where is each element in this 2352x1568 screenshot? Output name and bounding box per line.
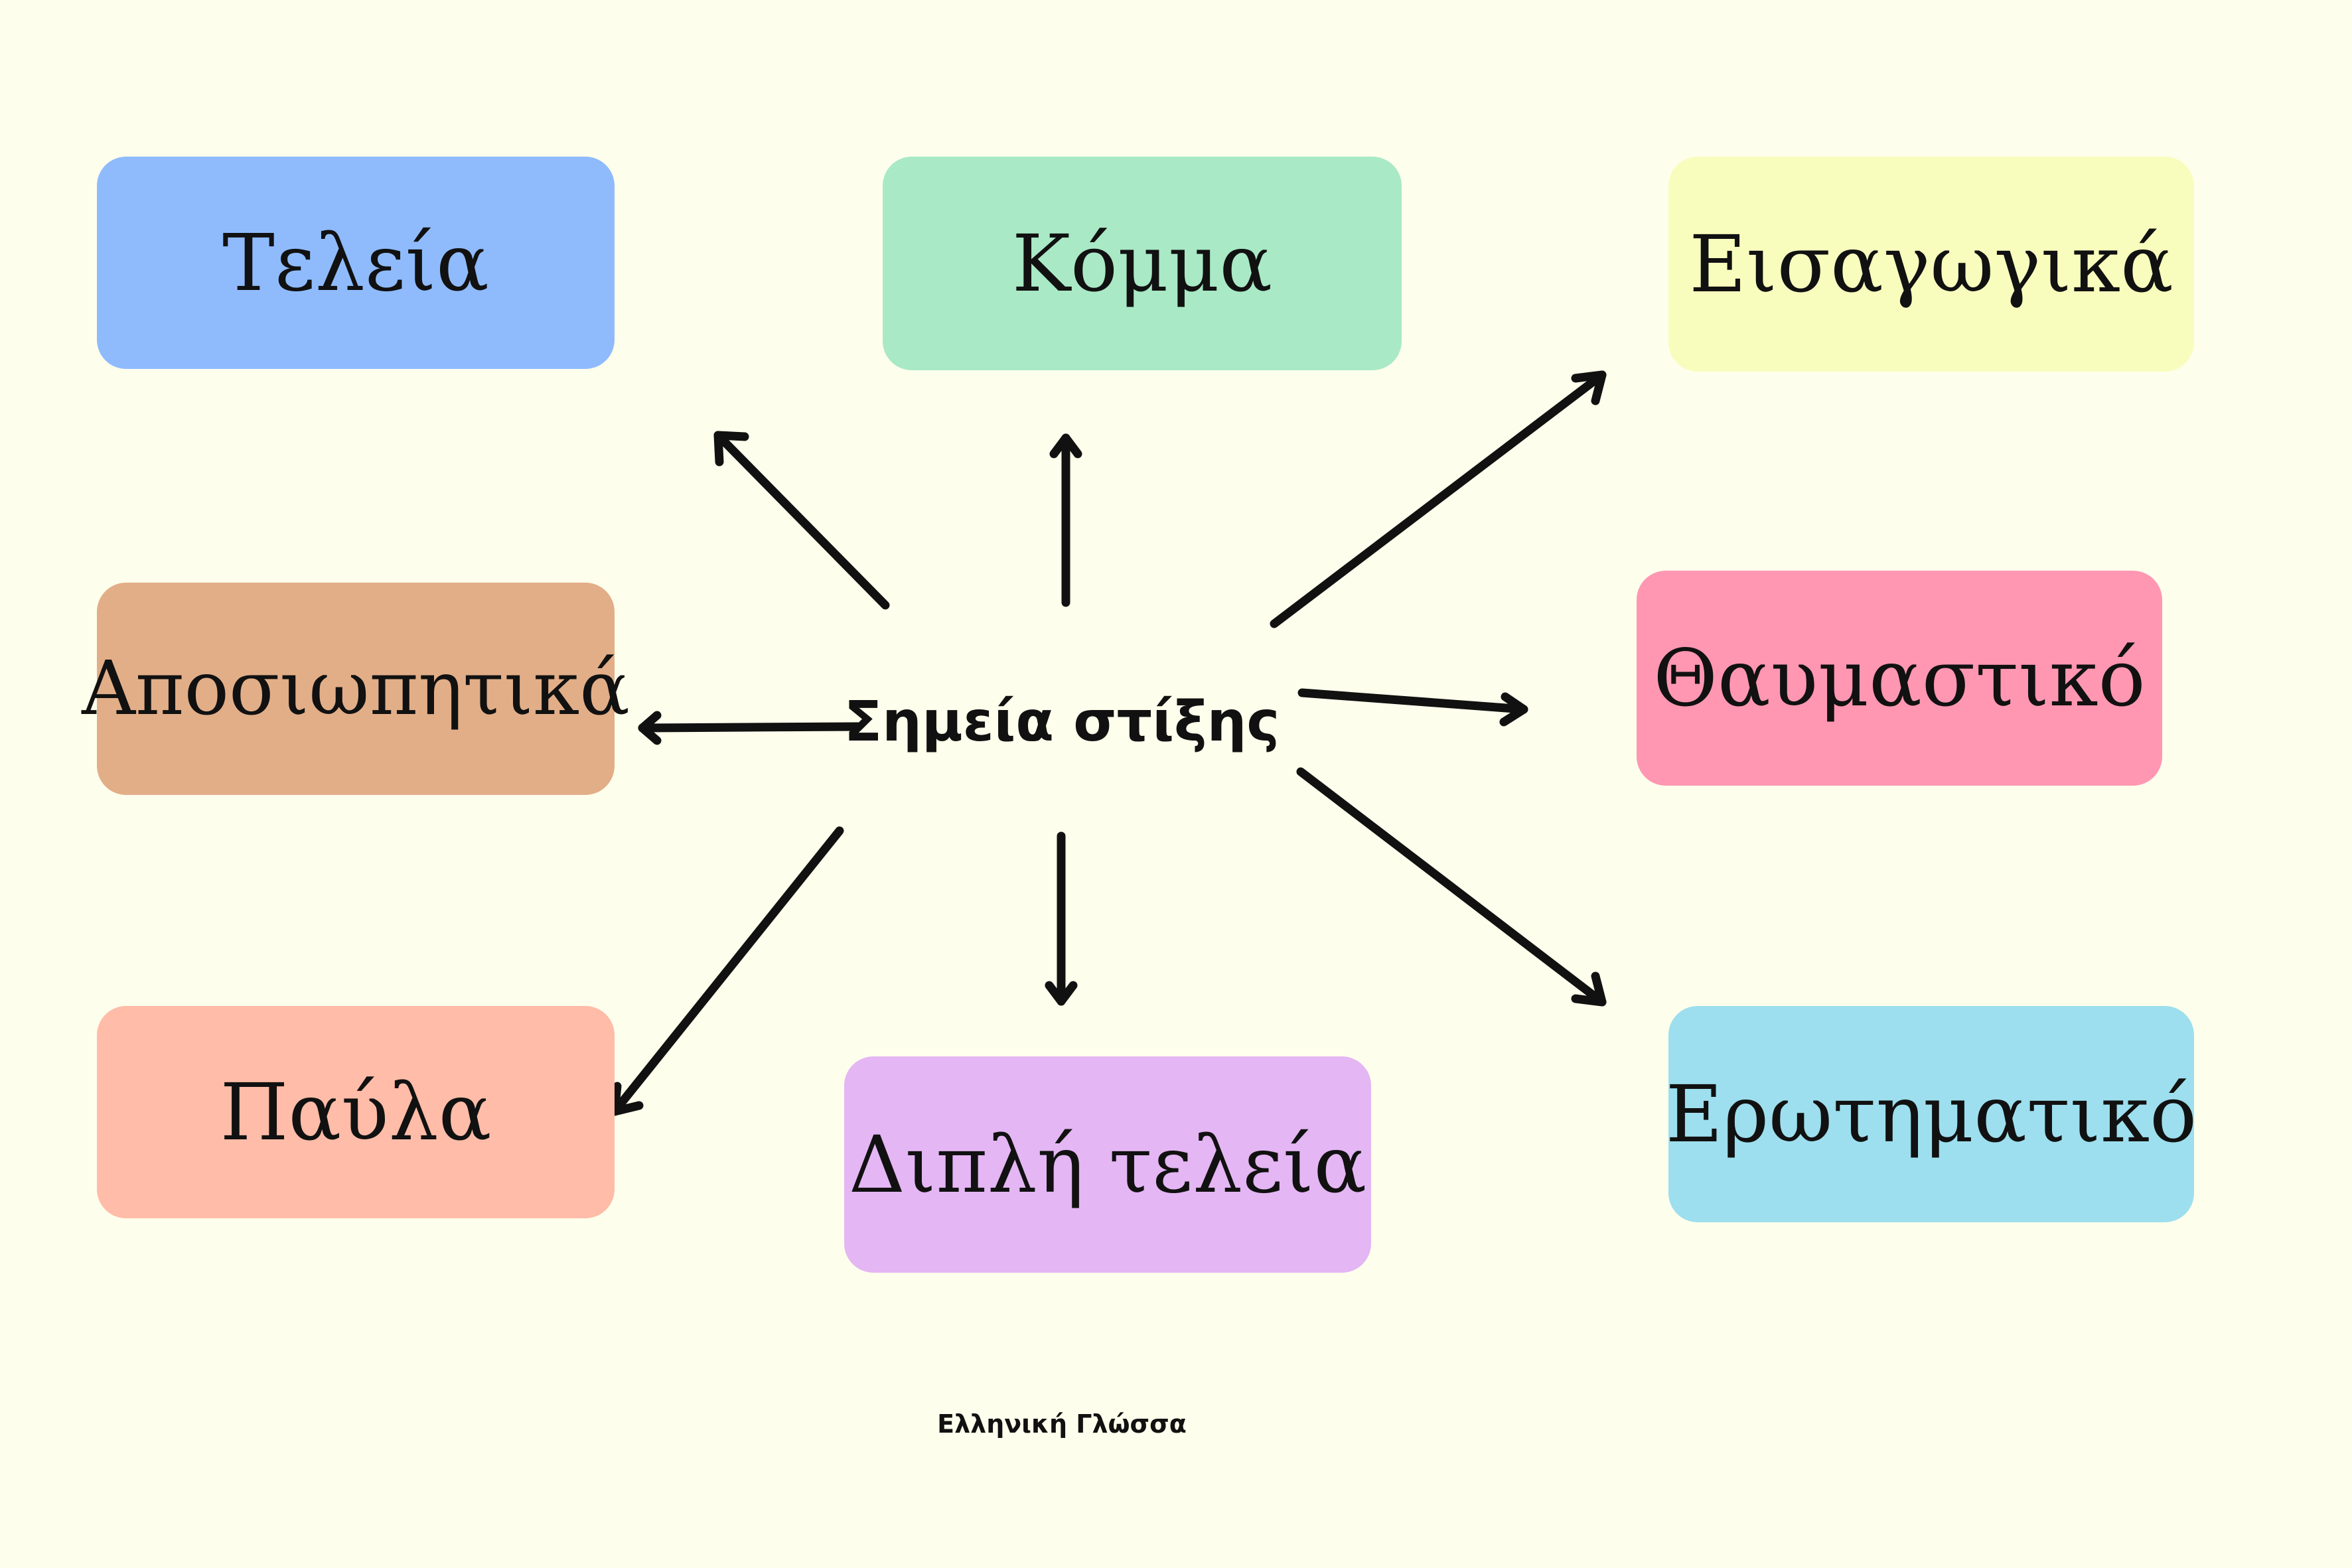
box-dipli-teleia: Διπλή τελεία	[844, 1056, 1371, 1273]
box-label: Αποσιωπητικά	[82, 646, 630, 732]
arrow-to-teleia	[713, 431, 890, 610]
arrow-to-erotimatiko	[1296, 767, 1607, 1007]
box-teleia: Τελεία	[97, 157, 615, 369]
arrow-to-pavla	[610, 826, 844, 1116]
box-label: Εισαγωγικά	[1689, 218, 2173, 310]
box-label: Διπλή τελεία	[848, 1119, 1367, 1210]
arrow-to-eisagogika	[1270, 370, 1607, 628]
arrow-to-thaumastiko	[1297, 688, 1528, 727]
box-eisagogika: Εισαγωγικά	[1668, 157, 2194, 372]
box-label: Παύλα	[220, 1066, 492, 1158]
box-aposiopitika: Αποσιωπητικά	[82, 583, 630, 795]
box-label: Κόμμα	[1011, 218, 1273, 309]
arrow-to-komma	[1049, 433, 1082, 607]
box-erotimatiko: Ερωτηματικό	[1665, 1006, 2197, 1222]
box-komma: Κόμμα	[883, 157, 1402, 370]
box-pavla: Παύλα	[97, 1006, 615, 1218]
center-title: Σημεία στίξης	[844, 689, 1280, 754]
box-label: Θαυμαστικό	[1653, 632, 2146, 724]
footer-text: Ελληνική Γλώσσα	[937, 1409, 1187, 1439]
box-label: Ερωτηματικό	[1665, 1068, 2197, 1160]
box-label: Τελεία	[222, 217, 489, 309]
arrow-to-dipli-teleia	[1045, 831, 1078, 1006]
arrow-to-aposiopitika	[638, 711, 862, 745]
box-thaumastiko: Θαυμαστικό	[1637, 571, 2162, 786]
